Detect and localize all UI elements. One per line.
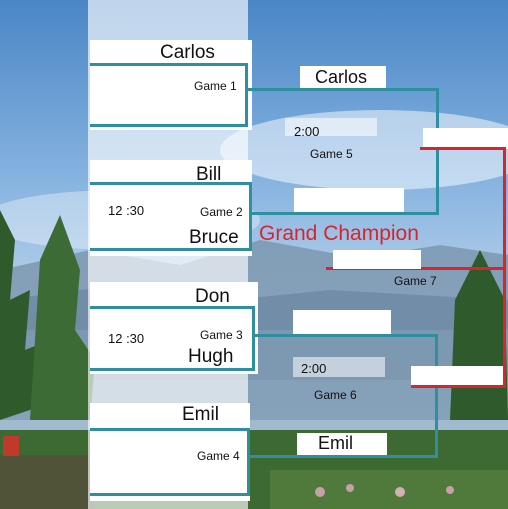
final-red-top [420,147,505,150]
round2-top-connector-a [248,88,438,91]
slot-3-bottom-name: Hugh [188,346,234,367]
slot-4-game: Game 4 [197,449,240,463]
slot-4 [90,403,250,501]
final-red-bottom [411,385,506,388]
slot-4-bottom-line [90,493,250,496]
grand-champion-title: Grand Champion [259,222,419,245]
game5-time: 2:00 [294,124,320,139]
slot-1 [90,40,252,130]
game6-winner-bottom-box [297,433,387,455]
slot-3-top-name: Don [195,286,230,307]
slot-2-time: 12 :30 [108,203,145,218]
slot-3-game: Game 3 [200,328,243,342]
slot-1-bottom-line [90,124,248,127]
slot-2 [90,160,252,256]
slot-3-top-line [90,306,255,309]
game5-winner-top: Carlos [315,67,368,87]
round2-top-connector-b [252,212,439,215]
slot-3-right-line [252,306,255,370]
final-top-box [423,128,508,149]
game6-winner-top-box [293,310,391,334]
slot-1-top-name: Carlos [160,42,215,63]
game5-time-box [285,118,377,136]
slot-2-bottom-name: Bruce [189,227,239,248]
game7-label: Game 7 [394,274,437,288]
game6-label: Game 6 [314,388,357,402]
round2-bottom-connector-b [250,455,438,458]
slot-4-top-line [90,428,250,431]
slot-2-top-name: Bill [196,164,222,185]
round2-bottom-connector-a [255,334,438,337]
slot-4-top-name: Emil [182,404,219,425]
slot-3-bottom-line [90,368,255,371]
game6-time: 2:00 [301,361,327,376]
game6-time-box [293,357,385,377]
game5-winner-top-box [300,66,386,88]
slot-1-top-line [90,63,248,66]
slot-4-right-line [247,428,250,496]
slot-1-right-line [245,63,248,126]
slot-2-game: Game 2 [200,205,243,219]
game5-label: Game 5 [310,147,353,161]
champion-box [333,250,421,269]
final-bottom-box [411,366,503,387]
slot-3 [90,282,258,374]
round2-top-vertical [436,88,439,215]
slot-2-bottom-line [90,248,252,251]
game6-winner-bottom: Emil [318,433,353,453]
slot-3-time: 12 :30 [108,331,145,346]
game5-winner-bottom-box [294,188,404,212]
slot-2-right-line [249,182,252,250]
round2-bottom-vertical [435,334,438,458]
slot-1-game: Game 1 [194,79,237,93]
slot-2-top-line [90,182,252,185]
